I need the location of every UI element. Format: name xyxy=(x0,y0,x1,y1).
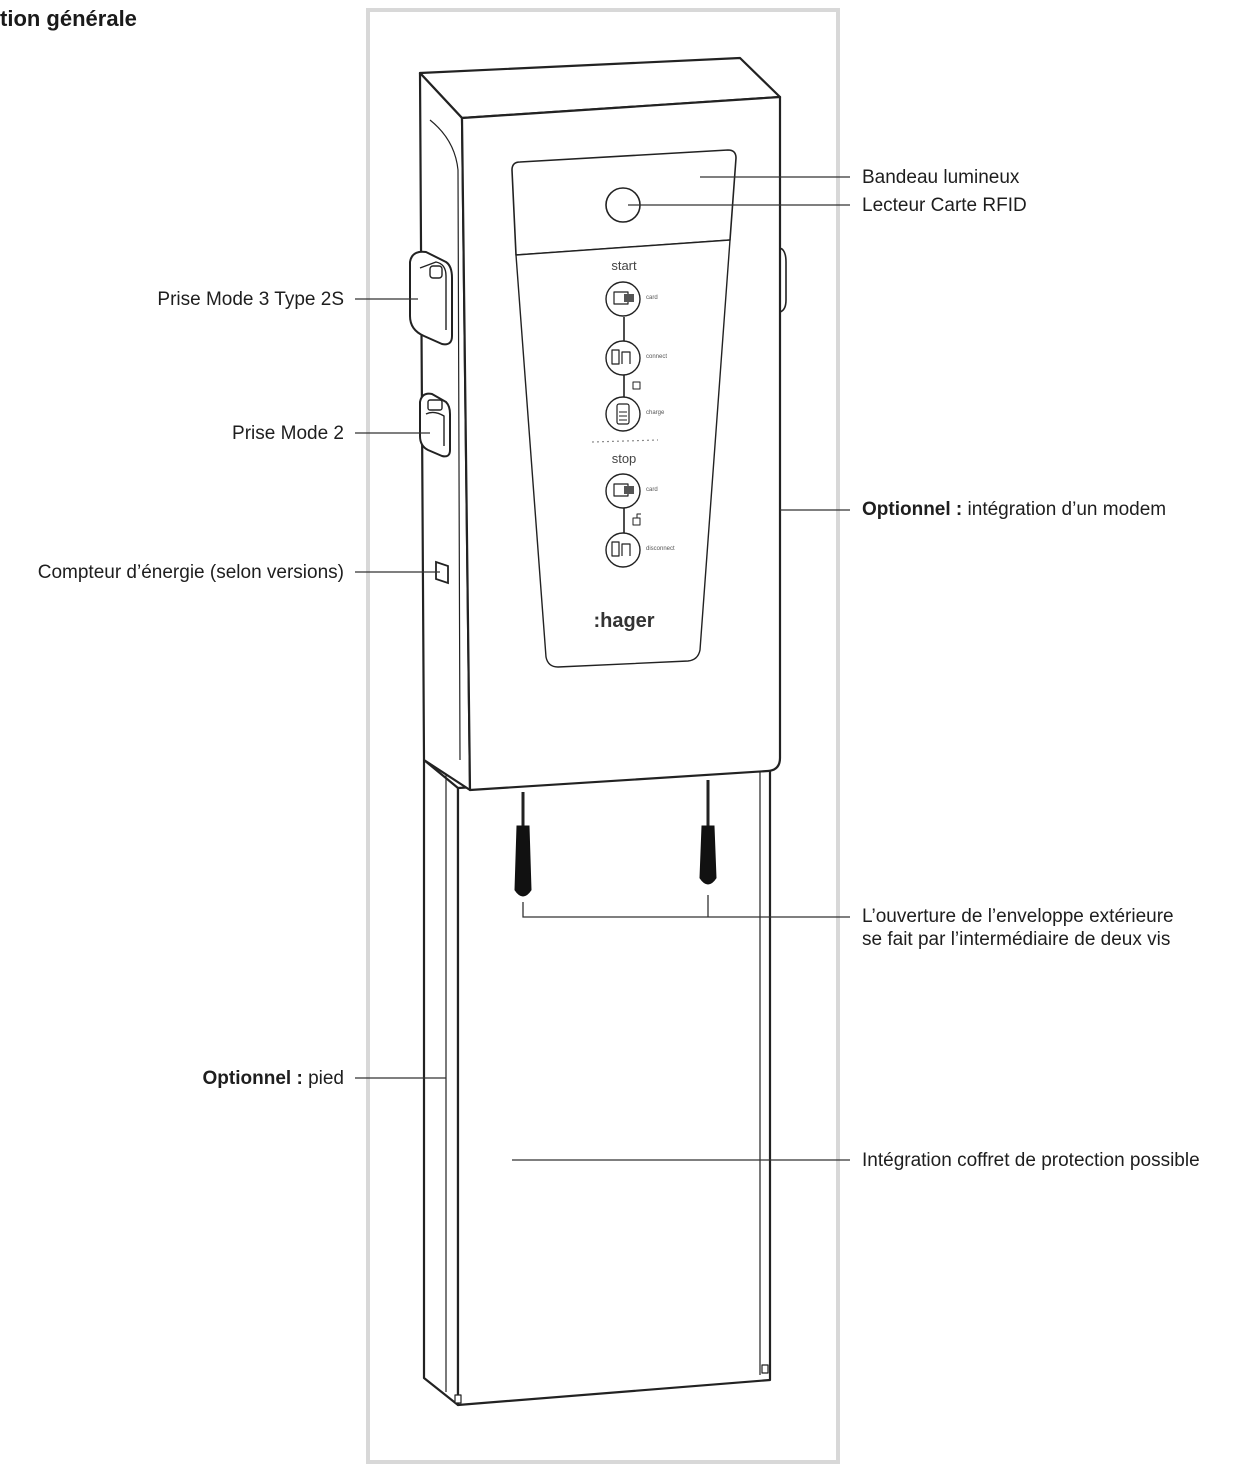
socket-type2s-icon xyxy=(409,250,453,346)
energy-meter-window-icon xyxy=(435,560,449,585)
label-compteur: Compteur d’énergie (selon versions) xyxy=(37,562,344,583)
panel-step-connect: connect xyxy=(646,354,667,360)
panel-step-card: card xyxy=(646,295,658,301)
disconnect-icon xyxy=(605,532,641,568)
panel-step-disconnect: disconnect xyxy=(646,546,675,552)
label-bandeau-lumineux: Bandeau lumineux xyxy=(862,167,1020,188)
label-lecteur-rfid: Lecteur Carte RFID xyxy=(862,195,1027,216)
screwdriver-left-icon xyxy=(514,792,532,897)
label-coffret: Intégration coffret de protection possib… xyxy=(862,1150,1200,1171)
panel-step-card-stop: card xyxy=(646,487,658,493)
brand-logo: :hager xyxy=(593,610,654,632)
page-title: tion générale xyxy=(0,6,137,31)
outer-frame xyxy=(366,8,840,1464)
connect-icon xyxy=(605,340,641,376)
leader-lines xyxy=(355,176,850,1161)
screwdriver-right-icon xyxy=(699,780,717,885)
card-stop-icon xyxy=(605,473,641,509)
label-prise-mode2: Prise Mode 2 xyxy=(232,423,344,444)
socket-mode2-icon xyxy=(419,392,451,458)
label-prise-type2s: Prise Mode 3 Type 2S xyxy=(157,289,344,310)
panel-stop-label: stop xyxy=(612,451,637,466)
panel-start-label: start xyxy=(611,258,637,273)
lock-icon xyxy=(632,381,641,390)
label-ouverture-vis: L’ouverture de l’enveloppe extérieure se… xyxy=(862,906,1174,950)
pedestal xyxy=(422,758,772,1407)
card-start-icon xyxy=(605,281,641,317)
panel-step-charge: charge xyxy=(646,410,665,416)
label-modem: Optionnel : intégration d’un modem xyxy=(862,499,1167,520)
charge-icon xyxy=(605,396,641,432)
front-panel xyxy=(511,149,737,668)
label-pied: Optionnel : pied xyxy=(202,1068,344,1089)
